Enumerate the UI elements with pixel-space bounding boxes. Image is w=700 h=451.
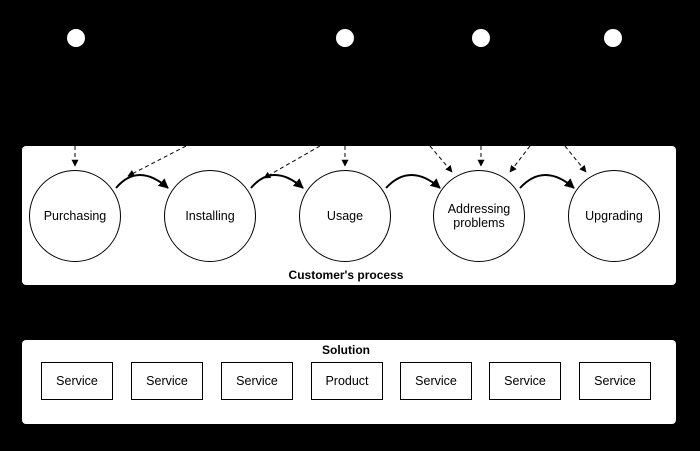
customer-process-title: Customer's process — [288, 268, 404, 282]
solution-box-label: Service — [415, 374, 457, 388]
top-dot-1 — [67, 29, 85, 47]
top-dot-4 — [604, 29, 622, 47]
flow-arrow — [115, 174, 169, 189]
solution-box-label: Product — [325, 374, 369, 388]
dashed-arrow — [429, 145, 453, 173]
stage-upgrading: Upgrading — [568, 170, 660, 262]
stage-label: Upgrading — [585, 209, 643, 223]
solution-box-label: Service — [146, 374, 188, 388]
stage-label: Installing — [185, 209, 235, 223]
stage-usage: Usage — [299, 170, 391, 262]
dashed-arrow — [564, 145, 587, 173]
solution-box-label: Service — [594, 374, 636, 388]
solution-box-service: Service — [221, 362, 293, 400]
stage-purchasing: Purchasing — [29, 170, 121, 262]
stage-addressing-problems: Addressing problems — [433, 170, 525, 262]
dashed-arrows — [71, 145, 587, 179]
stage-label: Usage — [326, 209, 364, 223]
top-dot-2 — [336, 29, 354, 47]
solution-box-label: Service — [56, 374, 98, 388]
dashed-arrow — [127, 145, 187, 177]
solution-box-service: Service — [489, 362, 561, 400]
solution-box-label: Service — [236, 374, 278, 388]
solution-title: Solution — [322, 343, 370, 357]
flow-arrow — [250, 174, 304, 189]
dashed-arrow — [263, 145, 321, 179]
flow-arrows — [115, 174, 575, 189]
flow-arrow — [385, 174, 441, 189]
stage-label: Addressing problems — [447, 202, 511, 230]
stage-label: Purchasing — [43, 209, 107, 223]
solution-box-service: Service — [579, 362, 651, 400]
solution-box-service: Service — [131, 362, 203, 400]
flow-arrow — [519, 174, 575, 189]
top-dot-3 — [472, 29, 490, 47]
solution-box-service: Service — [41, 362, 113, 400]
dashed-arrow — [509, 145, 531, 173]
solution-box-product: Product — [311, 362, 383, 400]
stage-installing: Installing — [164, 170, 256, 262]
solution-box-service: Service — [400, 362, 472, 400]
solution-box-label: Service — [504, 374, 546, 388]
